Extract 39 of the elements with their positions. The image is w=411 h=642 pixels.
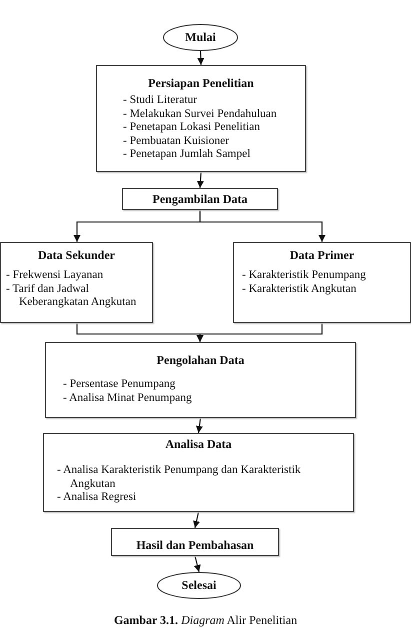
list-item: - Analisa Karakteristik Penumpang dan Karakteristik Angkutan (57, 464, 302, 492)
start-terminal (163, 24, 238, 51)
arrow (196, 323, 323, 342)
step-title: Pengambilan Data (151, 192, 248, 206)
process-box (45, 342, 356, 418)
step-title: Pengolahan Data (156, 353, 246, 367)
list-item: - Karakteristik Penumpang (242, 269, 367, 283)
step-title: Hasil dan Pembahasan (135, 538, 255, 552)
step-title: Analisa Data (164, 437, 233, 451)
arrow (196, 172, 204, 188)
list-item: - Pembuatan Kuisioner (123, 134, 230, 148)
list-item: - Tarif dan Jadwal Keberangkatan Angkutan (6, 282, 138, 310)
list-item: - Analisa Regresi (57, 491, 138, 505)
list-item: - Penetapan Lokasi Penelitian (123, 121, 262, 135)
process-box (96, 65, 306, 172)
arrow (199, 210, 326, 242)
list-item: - Studi Literatur (123, 94, 198, 108)
list-item: - Analisa Minat Penumpang (63, 392, 193, 406)
arrow (196, 418, 203, 434)
process-box (43, 433, 354, 512)
process-box (111, 528, 279, 556)
step-title: Persiapan Penelitian (147, 76, 255, 90)
process-box (233, 242, 411, 323)
list-item: - Frekwensi Layanan (6, 269, 104, 283)
arrow (194, 556, 201, 572)
end-terminal (157, 572, 241, 599)
list-item: - Penetapan Jumlah Sampel (123, 148, 252, 162)
process-box (0, 242, 153, 323)
arrow (197, 50, 204, 66)
arrow (193, 512, 200, 528)
step-title: Data Primer (288, 248, 356, 262)
process-box (122, 188, 278, 210)
list-item: - Karakteristik Angkutan (242, 282, 358, 296)
step-title: Data Sekunder (36, 248, 116, 262)
list-item: - Melakukan Survei Pendahuluan (123, 108, 278, 122)
list-item: - Persentase Penumpang (63, 378, 176, 392)
step-title: Mulai (184, 30, 217, 44)
figure-caption: Gambar 3.1. Diagram Alir Penelitian (112, 613, 298, 628)
step-title: Selesai (180, 578, 218, 592)
